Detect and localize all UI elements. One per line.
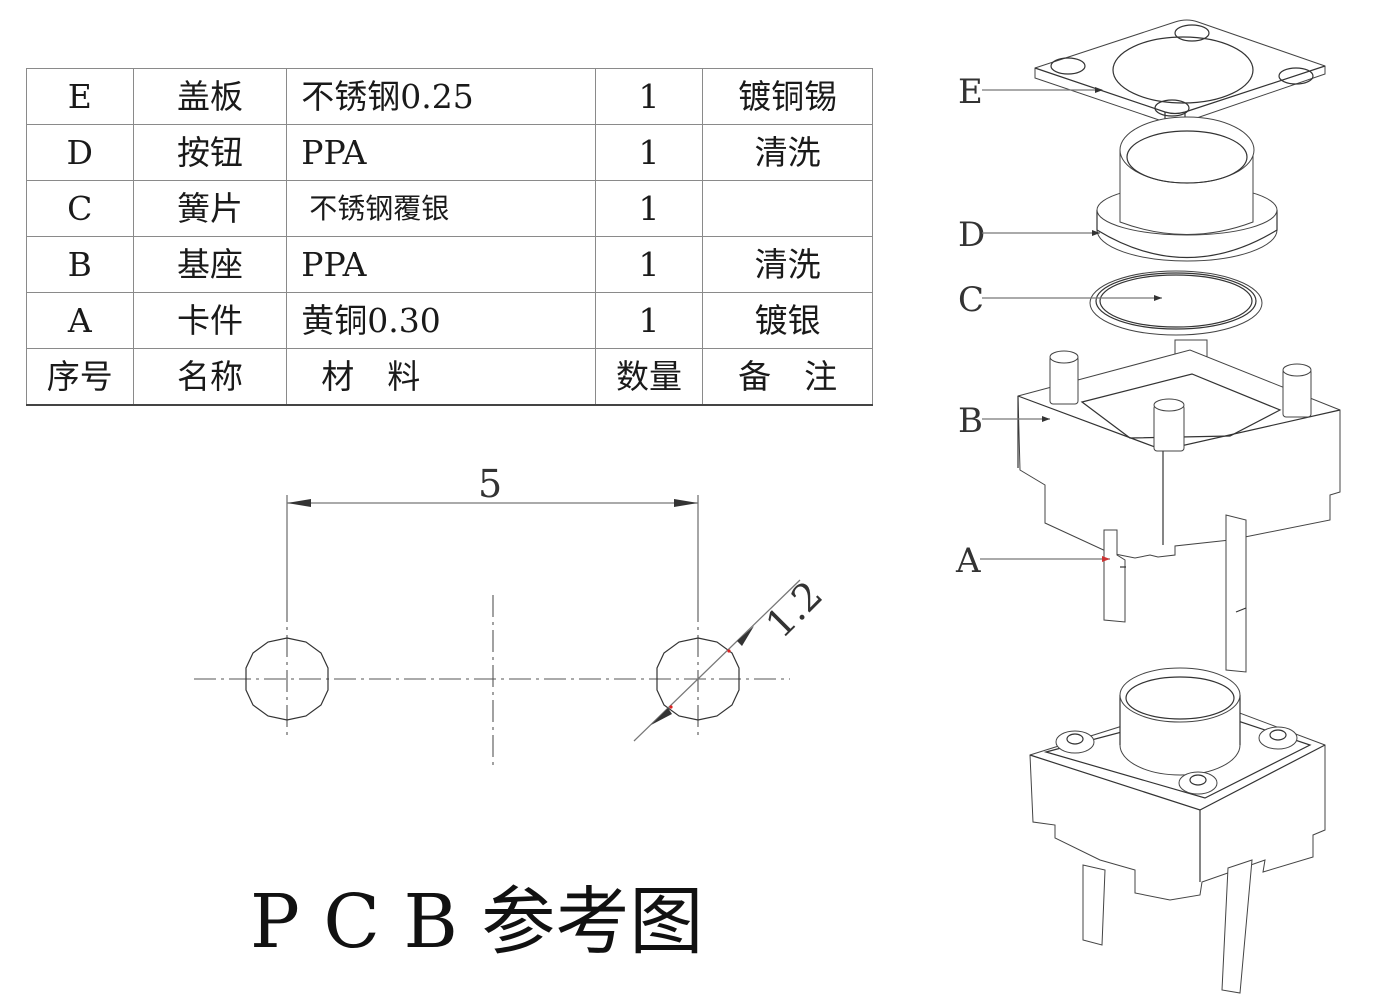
diameter-point-lower [669, 705, 673, 709]
part-id: D [26, 124, 134, 181]
label-b-text: B [958, 401, 983, 441]
pitch-dimension-label: 5 [478, 462, 502, 506]
header-note: 备 注 [702, 348, 873, 406]
label-e: E [958, 72, 1103, 112]
table-row: D 按钮 PPA 1 清洗 [26, 124, 873, 181]
part-note: 镀银 [702, 292, 873, 349]
part-material: 不锈钢0.25 [286, 68, 596, 125]
header-material: 材 料 [286, 348, 596, 406]
part-id: B [26, 236, 134, 293]
label-a-text: A [955, 541, 981, 581]
table-row: E 盖板 不锈钢0.25 1 镀铜锡 [26, 68, 873, 125]
diameter-arrow-upper [737, 626, 754, 646]
pcb-reference-title: P C B 参考图 [250, 879, 704, 965]
bom-table: E 盖板 不锈钢0.25 1 镀铜锡 D 按钮 PPA 1 清洗 C 簧片 不锈… [26, 68, 873, 406]
part-material: PPA [286, 236, 596, 293]
label-b: B [958, 401, 1050, 441]
part-note: 清洗 [702, 236, 873, 293]
part-name: 基座 [132, 236, 288, 293]
table-row: B 基座 PPA 1 清洗 [26, 236, 873, 293]
part-e-cover-plate [1034, 19, 1326, 124]
header-name: 名称 [132, 348, 288, 406]
label-c-text: C [958, 280, 984, 320]
label-c: C [958, 280, 1162, 320]
part-name: 盖板 [132, 68, 288, 125]
diameter-point-upper [727, 649, 731, 653]
left-hole [245, 637, 329, 721]
part-name: 卡件 [132, 292, 288, 349]
header-qty: 数量 [594, 348, 704, 406]
part-qty: 1 [594, 292, 704, 349]
diameter-arrow-lower [651, 708, 672, 725]
part-d-button [1096, 116, 1278, 262]
label-d: D [958, 215, 1100, 255]
label-d-text: D [958, 215, 985, 255]
part-b-base [1017, 339, 1341, 559]
table-row: A 卡件 黄铜0.30 1 镀银 [26, 292, 873, 349]
assembled-switch [1029, 667, 1326, 994]
part-name: 簧片 [132, 180, 288, 237]
label-e-text: E [958, 72, 983, 112]
part-note [702, 180, 873, 237]
diameter-leader-line [633, 579, 801, 742]
label-a: A [955, 541, 1110, 581]
part-qty: 1 [594, 68, 704, 125]
part-c-dome [1089, 270, 1263, 336]
part-note: 清洗 [702, 124, 873, 181]
part-id: A [26, 292, 134, 349]
right-hole [656, 637, 740, 721]
part-material: 黄铜0.30 [286, 292, 596, 349]
table-header-row: 序号 名称 材 料 数量 备 注 [26, 348, 873, 406]
part-a-terminals [1103, 514, 1247, 673]
part-qty: 1 [594, 236, 704, 293]
